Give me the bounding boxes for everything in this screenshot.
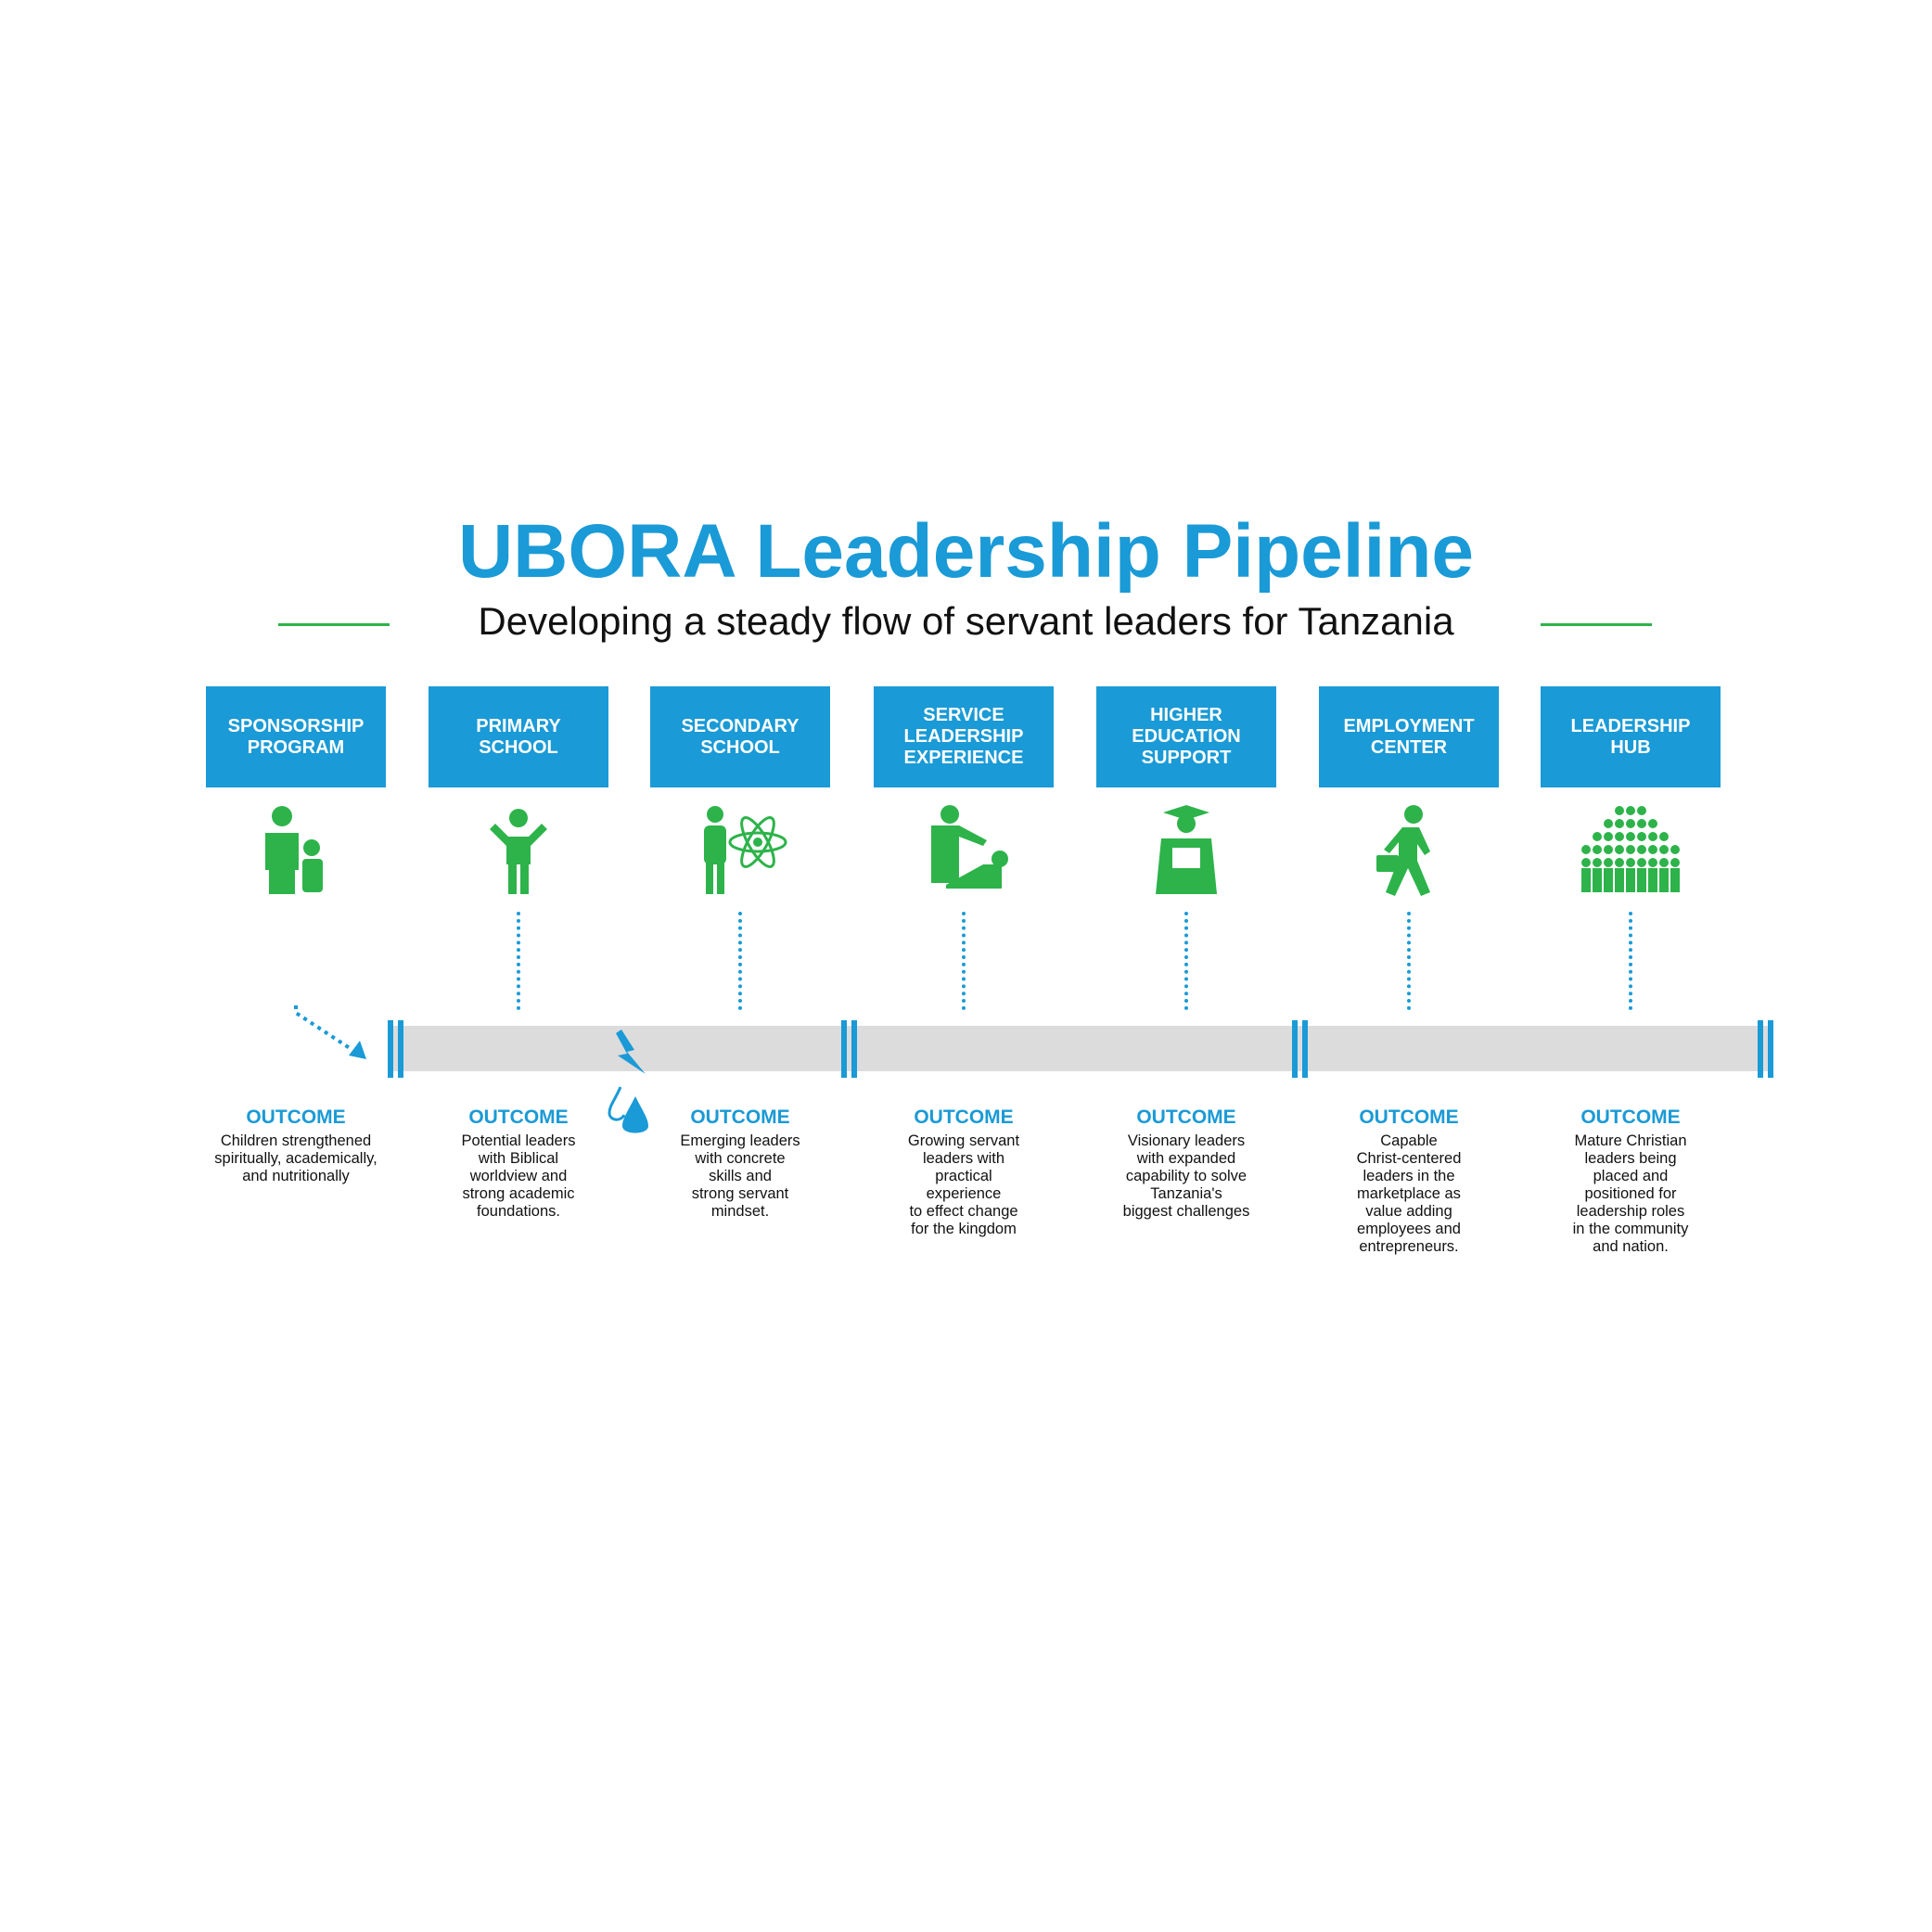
flow-arrow-icon [294,1005,366,1059]
stage-box: LEADERSHIP HUB [1541,686,1721,787]
graduate-icon [1156,805,1217,894]
page-subtitle: Developing a steady flow of servant lead… [478,599,1454,643]
connector-dots [1184,912,1188,1010]
pipeline-marker [388,1020,404,1078]
stage-outcome: OUTCOME Capable Christ-centered leaders … [1302,1107,1516,1256]
outcome-label: OUTCOME [1580,1107,1681,1128]
connector-dots [1629,912,1632,1010]
pipeline-marker [1758,1020,1774,1078]
outcome-text: Mature Christian leaders being placed an… [1572,1132,1689,1255]
outcome-text: Capable Christ-centered leaders in the m… [1356,1132,1462,1255]
outcome-text: Emerging leaders with concrete skills an… [680,1132,800,1220]
outcome-text: Potential leaders with Biblical worldvie… [461,1132,576,1220]
outcome-label: OUTCOME [1136,1107,1236,1128]
stage-box: HIGHER EDUCATION SUPPORT [1096,686,1276,787]
crowd-icon [1581,806,1680,892]
lightning-icon [616,1030,646,1074]
stage-box: EMPLOYMENT CENTER [1319,686,1499,787]
child-icon [490,809,547,894]
outcome-label: OUTCOME [468,1107,569,1128]
connector-dots [1407,912,1411,1010]
page-title: UBORA Leadership Pipeline [457,509,1475,594]
stage-box: SERVICE LEADERSHIP EXPERIENCE [874,686,1054,787]
divider-right [1541,623,1652,626]
stage-outcome: OUTCOME Growing servant leaders with pra… [857,1107,1070,1238]
pipeline-marker [841,1020,858,1078]
stage-outcome: OUTCOME Visionary leaders with expanded … [1080,1107,1293,1221]
outcome-text: Children strengthened spiritually, acade… [214,1132,377,1184]
stage-outcome: OUTCOME Mature Christian leaders being p… [1524,1107,1737,1256]
outcome-label: OUTCOME [690,1107,790,1128]
connector-dots [962,912,966,1010]
outcome-label: OUTCOME [1359,1107,1459,1128]
stage-outcome: OUTCOME Emerging leaders with concrete s… [633,1107,847,1221]
outcome-label: OUTCOME [914,1107,1014,1128]
outcome-label: OUTCOME [246,1107,346,1128]
businessman-walking-icon [1376,805,1430,896]
pipeline-bar [388,1026,1773,1071]
outcome-text: Growing servant leaders with practical e… [907,1132,1020,1237]
stage-outcome: OUTCOME Children strengthened spirituall… [189,1107,403,1185]
connector-dots [738,912,742,1010]
student-atom-icon [704,806,787,894]
stage-box: SECONDARY SCHOOL [650,686,830,787]
outcome-text: Visionary leaders with expanded capabili… [1122,1132,1250,1220]
water-drops-icon [608,1086,648,1133]
divider-left [278,623,390,626]
stage-outcome: OUTCOME Potential leaders with Biblical … [412,1107,625,1221]
parent-child-icon [265,806,323,894]
stage-box: SPONSORSHIP PROGRAM [206,686,386,787]
helping-hand-icon [931,805,1008,889]
connector-dots [517,912,520,1010]
stage-box: PRIMARY SCHOOL [429,686,608,787]
pipeline-marker [1292,1020,1309,1078]
